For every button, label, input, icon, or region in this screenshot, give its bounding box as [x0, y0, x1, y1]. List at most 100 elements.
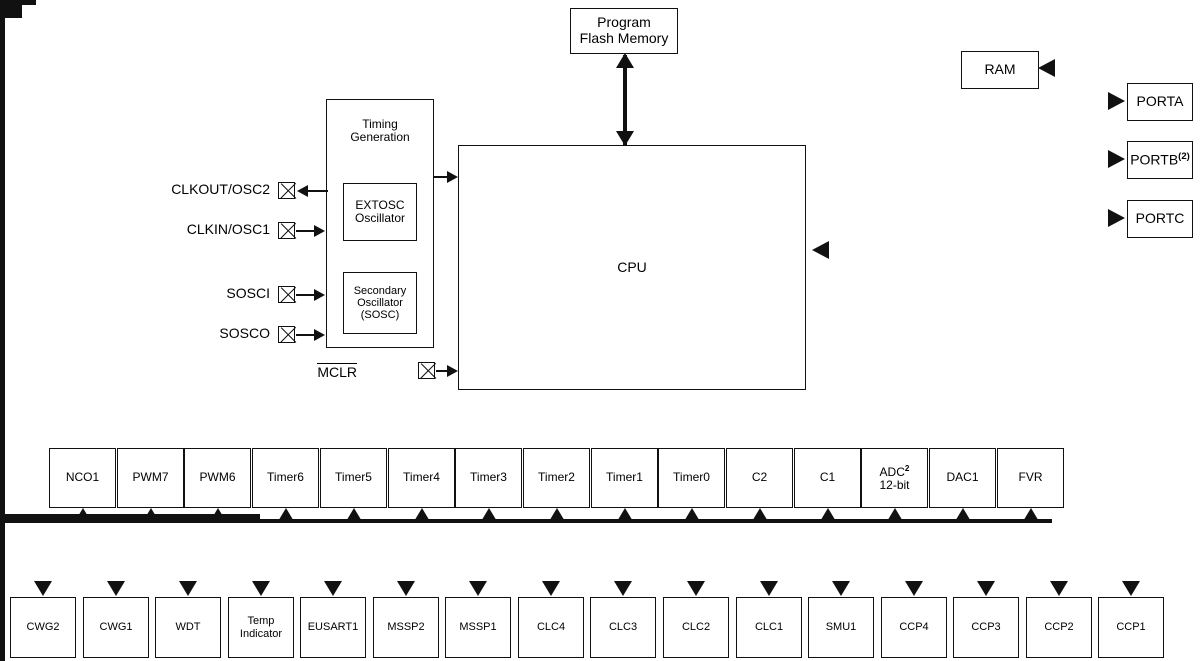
- arrowhead-cpu-down: [616, 131, 634, 146]
- block-label: PORTA: [1136, 93, 1184, 110]
- block-ccp3: CCP3: [953, 597, 1019, 658]
- bus-trunk-to-cpu: [0, 514, 260, 519]
- pin-label-sosco: SOSCO: [90, 326, 270, 340]
- arrowhead-down: [832, 581, 850, 596]
- arrowhead-up: [1021, 508, 1040, 523]
- block-c2: C2: [726, 448, 793, 508]
- block-secondary-oscillator: Secondary Oscillator (SOSC): [343, 272, 417, 334]
- block-label: Timer0: [673, 470, 710, 485]
- bus-portc-branch: [0, 13, 22, 18]
- block-label: Secondary Oscillator (SOSC): [353, 284, 407, 322]
- arrowhead-up: [412, 508, 431, 523]
- arrowhead-down: [1122, 581, 1140, 596]
- block-nco1: NCO1: [49, 448, 116, 508]
- block-eusart1: EUSART1: [300, 597, 366, 658]
- bus-branch-up: [0, 637, 5, 661]
- bus-porta-branch: [0, 4, 22, 9]
- block-ccp4: CCP4: [881, 597, 947, 658]
- block-label: DAC1: [946, 470, 979, 485]
- arrowhead-ram: [1038, 59, 1055, 77]
- arrowhead-porta: [1108, 92, 1125, 110]
- block-cwg1: CWG1: [83, 597, 149, 658]
- arrowhead-down: [107, 581, 125, 596]
- bus-ram-feed: [0, 0, 36, 5]
- block-label: PWM7: [132, 470, 169, 485]
- bus-branch-up: [0, 545, 5, 591]
- arrowhead-down: [469, 581, 487, 596]
- pin-label-mclr: MCLR: [275, 363, 357, 379]
- arrowhead-up: [276, 508, 295, 523]
- arrowhead-down: [614, 581, 632, 596]
- block-mssp2: MSSP2: [373, 597, 439, 658]
- wire-sosco: [296, 334, 316, 336]
- block-timer3: Timer3: [455, 448, 522, 508]
- block-timer6: Timer6: [252, 448, 319, 508]
- block-cpu: CPU: [458, 145, 806, 390]
- block-label-text: ADC: [879, 464, 905, 479]
- arrowhead-up: [479, 508, 498, 523]
- pin-pad-clkout-osc2[interactable]: [278, 182, 295, 199]
- arrowhead-clkin-osc1: [314, 225, 325, 237]
- arrowhead-up: [547, 508, 566, 523]
- block-cwg2: CWG2: [10, 597, 76, 658]
- block-label: C1: [819, 470, 836, 485]
- block-label: EXTOSC Oscillator: [354, 197, 405, 225]
- block-label: SMU1: [825, 621, 857, 634]
- block-ram: RAM: [961, 51, 1039, 89]
- arrowhead-down: [34, 581, 52, 596]
- block-label: PORTC: [1135, 210, 1185, 227]
- pin-pad-clkin-osc1[interactable]: [278, 222, 295, 239]
- block-label: CLC2: [681, 621, 711, 634]
- block-timer4: Timer4: [388, 448, 455, 508]
- block-label: CWG2: [26, 621, 60, 634]
- pin-label-text: SOSCI: [226, 285, 270, 301]
- pin-pad-sosci[interactable]: [278, 286, 295, 303]
- bus-peripheral-left-end: [0, 523, 5, 545]
- arrowhead-up: [208, 508, 227, 523]
- wire-clkout-osc2: [306, 190, 328, 192]
- block-clc1: CLC1: [736, 597, 802, 658]
- block-porta: PORTA: [1127, 83, 1193, 121]
- pin-pad-mclr[interactable]: [418, 362, 435, 379]
- block-wdt: WDT: [155, 597, 221, 658]
- block-portb: PORTB(2): [1127, 141, 1193, 179]
- block-c1: C1: [794, 448, 861, 508]
- block-label: CLC4: [536, 621, 566, 634]
- block-label: C2: [751, 470, 768, 485]
- bus-peripheral-horizontal: [0, 518, 1052, 523]
- arrowhead-timing-to-cpu: [447, 171, 458, 183]
- block-clc3: CLC3: [590, 597, 656, 658]
- arrowhead-sosci: [314, 289, 325, 301]
- block-label: NCO1: [65, 470, 100, 485]
- block-smu1: SMU1: [808, 597, 874, 658]
- block-label: CPU: [617, 258, 647, 275]
- block-label: FVR: [1018, 470, 1043, 485]
- wire-timing-to-cpu: [434, 176, 456, 178]
- footnote-marker: 2: [904, 463, 910, 473]
- block-label: CWG1: [99, 621, 133, 634]
- pin-label-clkout-osc2: CLKOUT/OSC2: [90, 182, 270, 196]
- block-label: PORTB(2): [1128, 151, 1192, 168]
- arrowhead-portb: [1108, 150, 1125, 168]
- block-label: CLC1: [754, 621, 784, 634]
- arrowhead-sosco: [314, 329, 325, 341]
- block-mssp1: MSSP1: [445, 597, 511, 658]
- pin-label-clkin-osc1: CLKIN/OSC1: [90, 222, 270, 236]
- block-label: CLC3: [608, 621, 638, 634]
- block-extosc-oscillator: EXTOSC Oscillator: [343, 183, 417, 241]
- wire-mclr: [436, 370, 450, 372]
- wire-flash-cpu: [623, 55, 627, 145]
- block-label: CCP3: [971, 621, 1001, 634]
- arrowhead-down: [905, 581, 923, 596]
- pin-pad-sosco[interactable]: [278, 326, 295, 343]
- arrowhead-down: [687, 581, 705, 596]
- arrowhead-down: [397, 581, 415, 596]
- wire-clkin-osc1: [296, 230, 316, 232]
- arrowhead-down: [179, 581, 197, 596]
- block-label-text: PORTB: [1130, 151, 1179, 168]
- arrowhead-down: [1050, 581, 1068, 596]
- block-label: Timer6: [267, 470, 304, 485]
